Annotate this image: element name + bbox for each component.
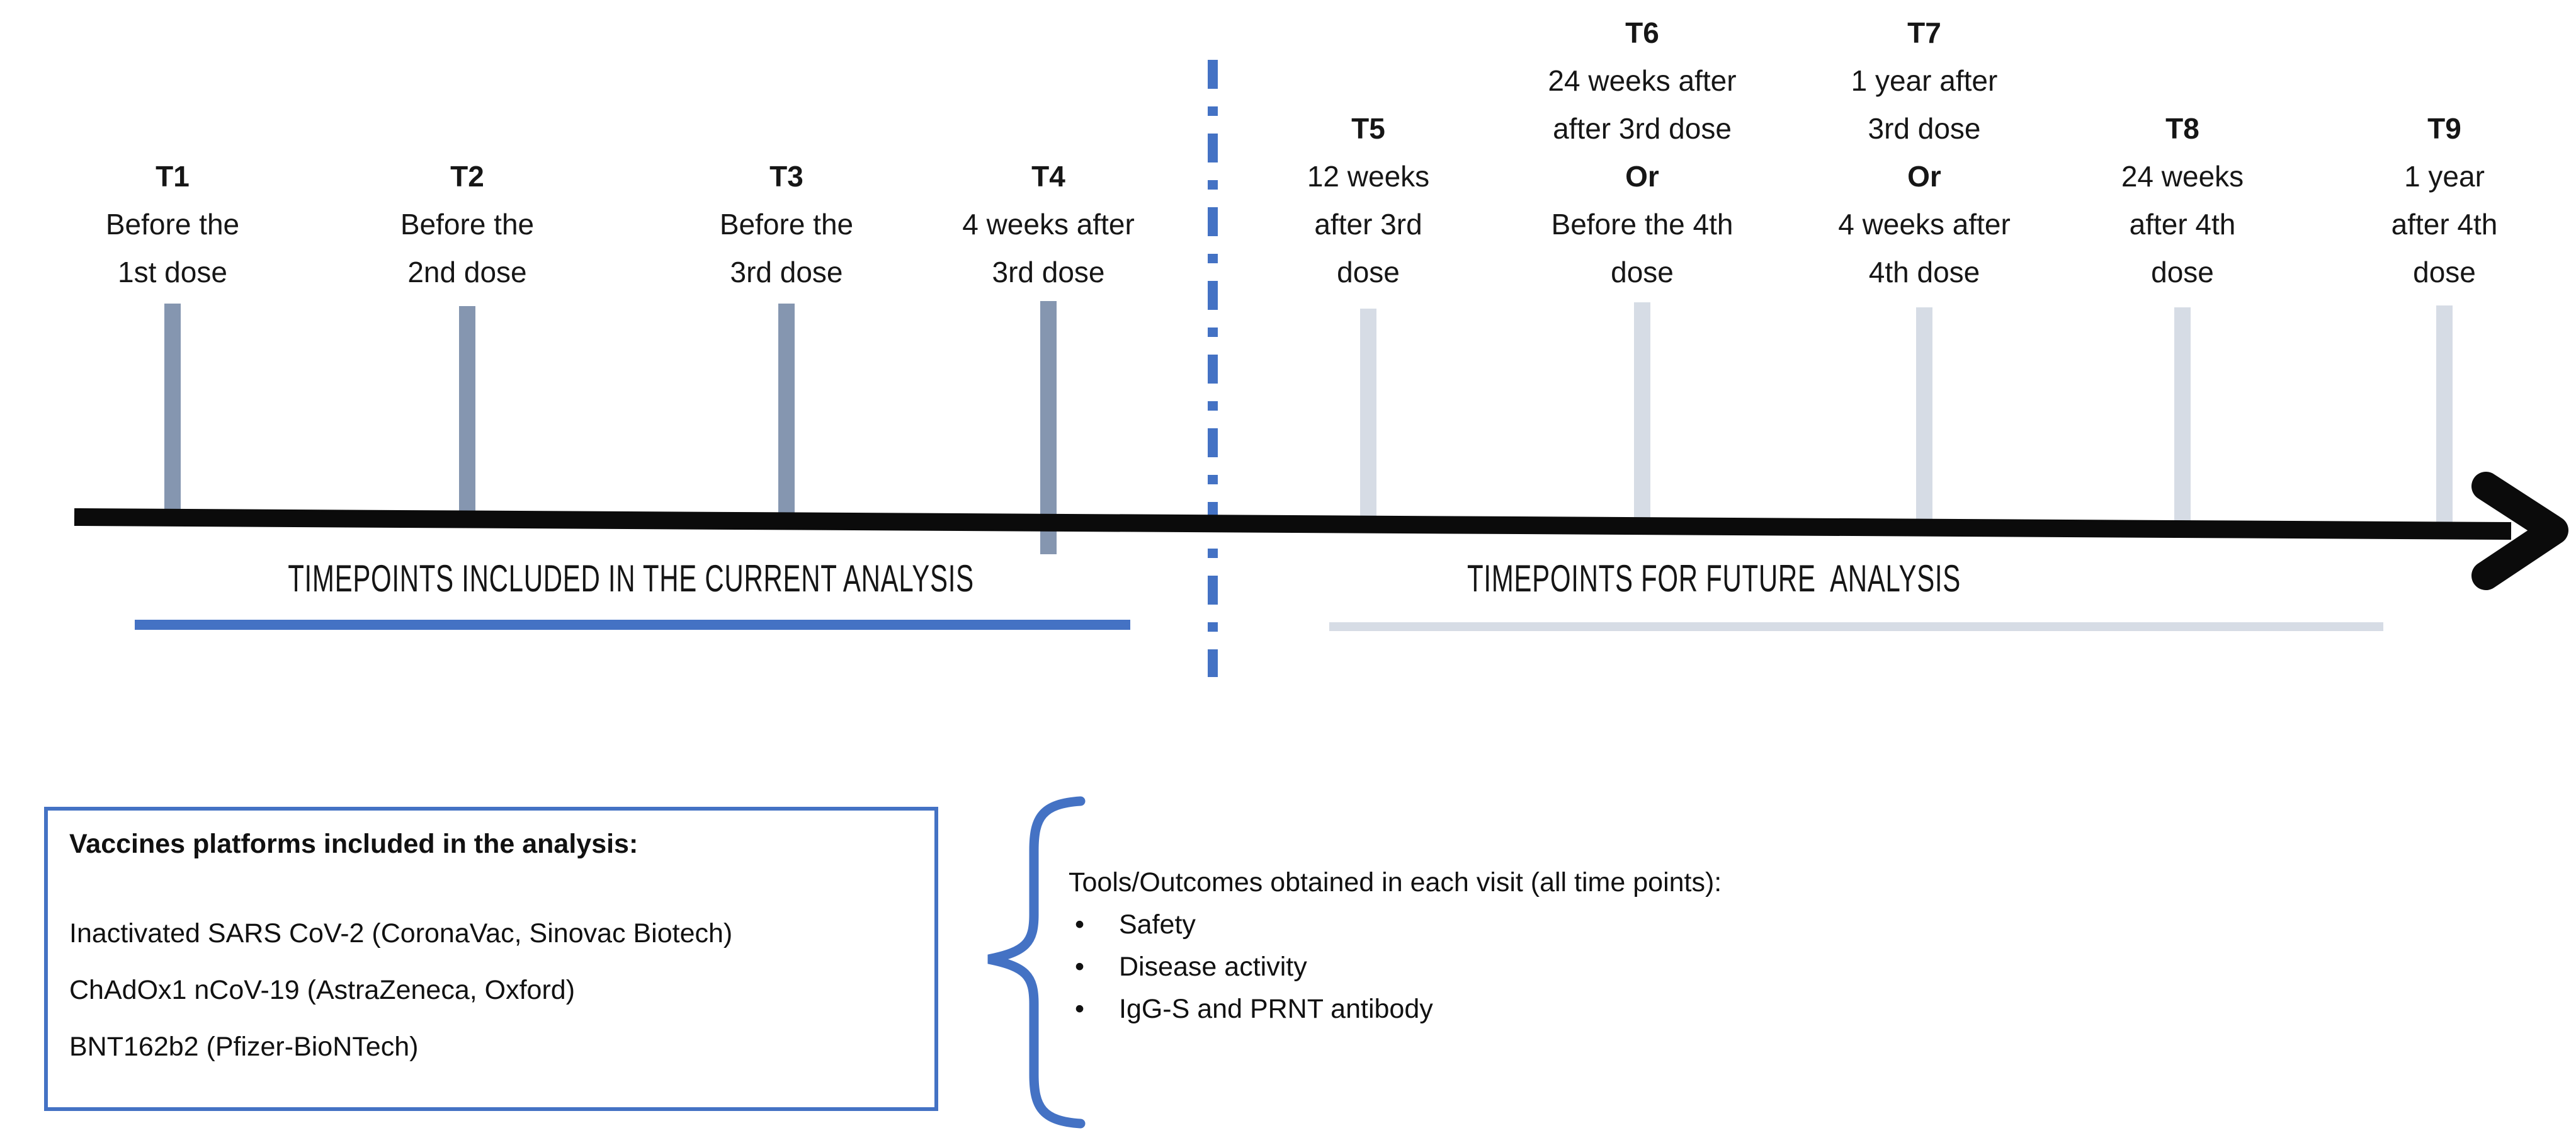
timeline-tick-t9	[2436, 305, 2453, 532]
timepoint-id: T2	[450, 160, 484, 193]
timepoint-label-line: after 4th	[2129, 208, 2236, 241]
timepoint-label-t8: T8 24 weeks after 4th dose	[2121, 105, 2244, 296]
timepoint-label-line: 1 year after	[1851, 64, 1998, 97]
tools-outcomes-item: Disease activity	[1069, 946, 2391, 988]
vaccines-box-title: Vaccines platforms included in the analy…	[69, 829, 638, 859]
timepoint-label-line: Before the 4th	[1551, 208, 1733, 241]
tools-outcomes-list: Safety Disease activity IgG-S and PRNT a…	[1069, 904, 2391, 1030]
timepoint-label-line: 3rd dose	[730, 256, 843, 288]
timepoint-id: T6	[1625, 16, 1659, 49]
timeline-tick-t1	[164, 304, 181, 525]
future-analysis-underline	[1329, 622, 2383, 631]
timepoint-label-line: Before the	[719, 208, 854, 241]
tools-outcomes-block: Tools/Outcomes obtained in each visit (a…	[1069, 862, 2391, 1030]
timepoint-label-line: 3rd dose	[992, 256, 1105, 288]
timepoint-label-line: 1st dose	[118, 256, 227, 288]
current-analysis-underline	[135, 620, 1130, 630]
timepoint-label-line: 4th dose	[1868, 256, 1980, 288]
vaccines-item: Inactivated SARS CoV-2 (CoronaVac, Sinov…	[69, 918, 733, 948]
timepoint-label-line: Or	[1907, 160, 1941, 193]
vaccines-box: Vaccines platforms included in the analy…	[44, 807, 938, 1111]
timepoint-id: T1	[156, 160, 190, 193]
timepoint-label-line: after 3rd dose	[1553, 112, 1732, 145]
tools-outcomes-item: Safety	[1069, 904, 2391, 946]
timepoint-label-line: Before the	[400, 208, 535, 241]
timepoint-label-line: after 4th	[2391, 208, 2498, 241]
timepoint-label-line: 24 weeks after	[1548, 64, 1737, 97]
timepoint-label-line: dose	[1337, 256, 1400, 288]
tools-outcomes-item: IgG-S and PRNT antibody	[1069, 988, 2391, 1030]
timepoint-id: T5	[1351, 112, 1385, 145]
vaccines-item: BNT162b2 (Pfizer-BioNTech)	[69, 1032, 419, 1062]
timepoint-label-line: dose	[1611, 256, 1674, 288]
timepoint-label-line: 4 weeks after	[962, 208, 1135, 241]
timeline-tick-t4	[1040, 301, 1057, 554]
timeline-tick-t5	[1360, 309, 1376, 527]
caption-future-analysis: TIMEPOINTS FOR FUTURE ANALYSIS	[1467, 557, 1961, 600]
timepoint-label-line: 1 year	[2404, 160, 2485, 193]
timepoint-label-t9: T9 1 year after 4th dose	[2392, 105, 2498, 296]
timepoint-label-line: after 3rd	[1314, 208, 1422, 241]
timepoint-label-t4: T4 4 weeks after 3rd dose	[962, 152, 1135, 296]
timeline-axis-shaft	[74, 508, 2512, 540]
timeline-tick-t8	[2174, 307, 2191, 532]
timeline-tick-t7	[1916, 307, 1932, 532]
timepoint-label-line: 12 weeks	[1307, 160, 1430, 193]
timepoint-label-line: Or	[1625, 160, 1659, 193]
timepoint-label-line: 4 weeks after	[1838, 208, 2011, 241]
timepoint-label-line: dose	[2413, 256, 2476, 288]
timepoint-id: T7	[1907, 16, 1941, 49]
vaccines-item: ChAdOx1 nCoV-19 (AstraZeneca, Oxford)	[69, 975, 576, 1005]
timepoint-id: T8	[2165, 112, 2199, 145]
timepoint-id: T3	[769, 160, 803, 193]
brace-icon	[987, 796, 1086, 1129]
timeline-tick-t6	[1634, 302, 1650, 529]
timepoint-label-t5: T5 12 weeks after 3rd dose	[1307, 105, 1429, 296]
caption-current-analysis: TIMEPOINTS INCLUDED IN THE CURRENT ANALY…	[288, 557, 974, 600]
timepoint-id: T9	[2427, 112, 2461, 145]
timepoint-label-line: 3rd dose	[1868, 112, 1981, 145]
timepoint-id: T4	[1031, 160, 1065, 193]
timepoint-label-line: 24 weeks	[2121, 160, 2244, 193]
timepoint-label-line: dose	[2151, 256, 2214, 288]
timeline-tick-t3	[778, 304, 795, 525]
tools-outcomes-heading: Tools/Outcomes obtained in each visit (a…	[1069, 867, 1722, 897]
timeline-tick-t2	[459, 306, 475, 525]
timepoint-label-line: Before the	[105, 208, 240, 241]
timepoint-label-line: 2nd dose	[407, 256, 527, 288]
timeline-arrowhead-icon	[2471, 472, 2568, 590]
